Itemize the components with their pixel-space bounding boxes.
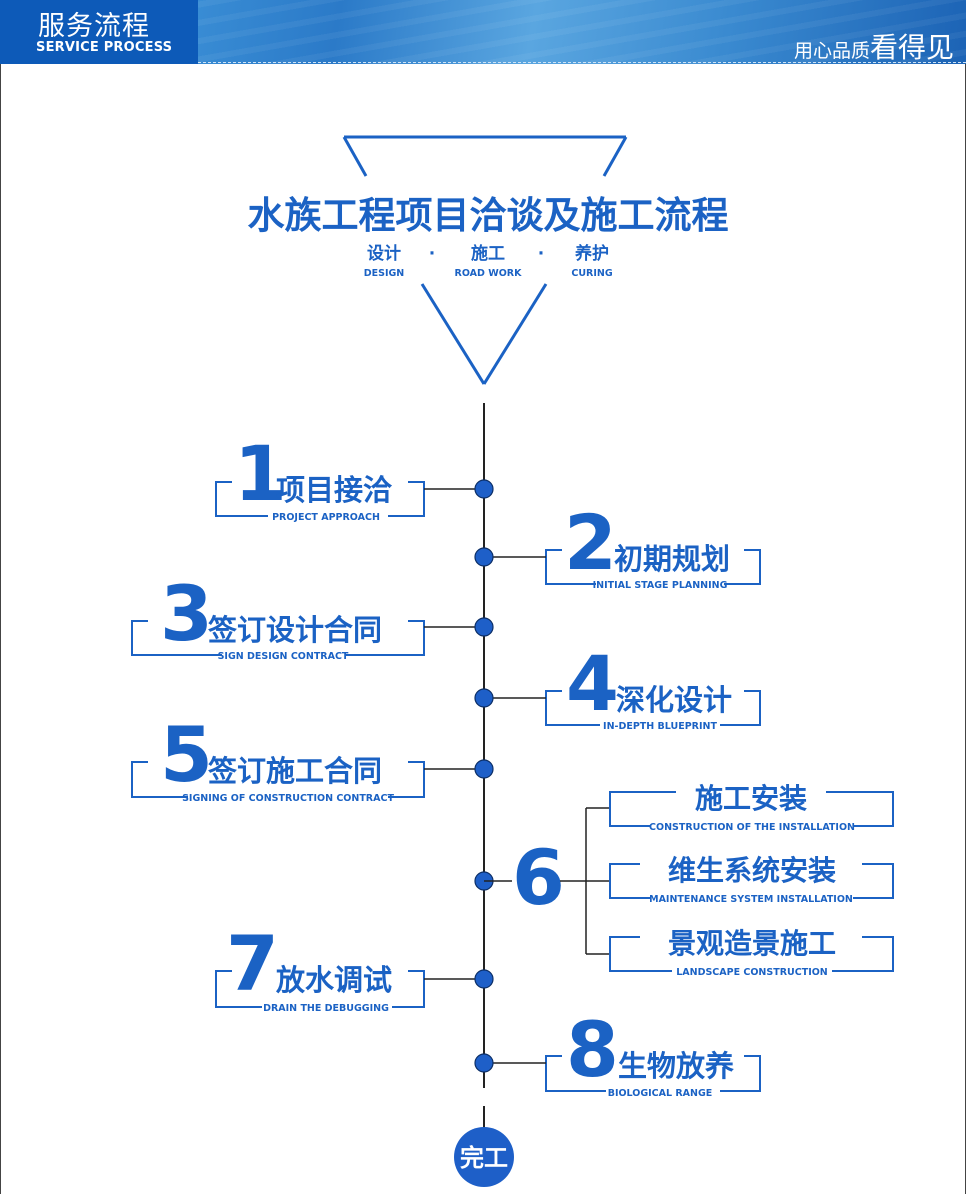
category-design: 设计 [367, 243, 401, 264]
step-5-en: SIGNING OF CONSTRUCTION CONTRACT [182, 793, 394, 804]
substep-2-en: MAINTENANCE SYSTEM INSTALLATION [649, 894, 853, 905]
step-2-number: 2 [564, 498, 617, 587]
category-design-en: DESIGN [364, 268, 405, 279]
step-6-number: 6 [512, 833, 565, 922]
substep-3-en: LANDSCAPE CONSTRUCTION [676, 967, 828, 978]
category-curing: 养护 [574, 243, 609, 264]
substep-2-bracket-right [853, 863, 894, 899]
step-3-label: 签订设计合同 [208, 613, 382, 647]
step-4-en: IN-DEPTH BLUEPRINT [603, 721, 717, 732]
step-7-node [474, 969, 494, 989]
step-4-bracket-right [720, 690, 761, 726]
step-5-bracket-left [131, 761, 188, 798]
category-curing-en: CURING [571, 268, 612, 279]
substep-1-label: 施工安装 [695, 782, 807, 815]
step-7-bracket-right [392, 970, 425, 1008]
step-3-bracket-left [131, 620, 222, 656]
step-8-bracket-left [545, 1055, 606, 1092]
step-8-number: 8 [566, 1005, 619, 1094]
step-2: 2 初期规划 INITIAL STAGE PLANNING [474, 498, 761, 591]
step-5-label: 签订施工合同 [208, 754, 382, 788]
step-3-node [474, 617, 494, 637]
slogan: 用心品质看得见 [794, 26, 954, 66]
end-node: 完工 [454, 1127, 514, 1187]
substep-1-en: CONSTRUCTION OF THE INSTALLATION [649, 822, 855, 833]
category-row: 设计 DESIGN · 施工 ROAD WORK · 养护 CURING [364, 243, 613, 279]
step-3-number: 3 [160, 569, 213, 658]
step-7-number: 7 [226, 919, 279, 1008]
step-8: 8 生物放养 BIOLOGICAL RANGE [474, 1005, 761, 1099]
step-4: 4 深化设计 IN-DEPTH BLUEPRINT [474, 639, 761, 732]
step-8-node [474, 1053, 494, 1073]
step-5-bracket-right [388, 761, 425, 798]
header-dash-line [198, 62, 966, 63]
substep-3-bracket-right [832, 936, 894, 972]
step-6: 6 施工安装 CONSTRUCTION OF THE INSTALLATION … [474, 782, 894, 978]
step-6-substep-1: 施工安装 CONSTRUCTION OF THE INSTALLATION [609, 782, 894, 833]
step-7-bracket-left [215, 970, 262, 1008]
step-3: 3 签订设计合同 SIGN DESIGN CONTRACT [131, 569, 494, 662]
step-2-en: INITIAL STAGE PLANNING [593, 580, 728, 591]
step-2-node [474, 547, 494, 567]
category-roadwork-en: ROAD WORK [455, 268, 523, 279]
step-6-substep-2: 维生系统安装 MAINTENANCE SYSTEM INSTALLATION [609, 854, 894, 905]
step-5-number: 5 [160, 710, 213, 799]
step-4-bracket-left [545, 690, 600, 726]
substep-1-bracket-right [826, 791, 894, 827]
category-separator: · [429, 244, 435, 264]
category-separator: · [538, 244, 544, 264]
step-1-en: PROJECT APPROACH [272, 512, 380, 523]
diagram-title: 水族工程项目洽谈及施工流程 [248, 194, 729, 237]
step-4-label: 深化设计 [616, 683, 732, 717]
step-2-label: 初期规划 [614, 542, 730, 576]
substep-1-bracket-left [609, 791, 676, 827]
step-2-bracket-left [545, 549, 596, 585]
substep-2-label: 维生系统安装 [668, 854, 836, 887]
step-8-label: 生物放养 [618, 1049, 734, 1083]
step-1-node [474, 479, 494, 499]
step-5-node [474, 759, 494, 779]
step-8-bracket-right [720, 1055, 761, 1092]
step-1-label: 项目接洽 [276, 473, 393, 507]
title-triangle [342, 135, 628, 385]
section-title: 服务流程 [38, 11, 150, 42]
step-5: 5 签订施工合同 SIGNING OF CONSTRUCTION CONTRAC… [131, 710, 494, 804]
step-6-substep-3: 景观造景施工 LANDSCAPE CONSTRUCTION [609, 927, 894, 978]
step-7-en: DRAIN THE DEBUGGING [263, 1003, 389, 1014]
substep-3-label: 景观造景施工 [668, 927, 836, 960]
section-badge: 服务流程 SERVICE PROCESS [0, 0, 198, 64]
step-8-en: BIOLOGICAL RANGE [608, 1088, 713, 1099]
end-label: 完工 [460, 1144, 508, 1172]
step-4-node [474, 688, 494, 708]
step-1-number: 1 [234, 429, 287, 518]
step-3-en: SIGN DESIGN CONTRACT [218, 651, 349, 662]
category-roadwork: 施工 [471, 243, 505, 264]
substep-2-bracket-left [609, 863, 650, 899]
step-7: 7 放水调试 DRAIN THE DEBUGGING [215, 919, 494, 1014]
step-1: 1 项目接洽 PROJECT APPROACH [215, 429, 494, 523]
slogan-small: 用心品质 [793, 40, 870, 62]
slogan-big: 看得见 [869, 31, 954, 64]
step-7-label: 放水调试 [275, 963, 392, 997]
end-circle [454, 1127, 514, 1187]
step-1-bracket-left [215, 481, 268, 517]
substep-3-bracket-left [609, 936, 672, 972]
section-subtitle: SERVICE PROCESS [36, 40, 173, 55]
step-3-bracket-right [346, 620, 425, 656]
step-4-number: 4 [566, 639, 619, 728]
step-2-bracket-right [724, 549, 761, 585]
step-1-bracket-right [388, 481, 425, 517]
